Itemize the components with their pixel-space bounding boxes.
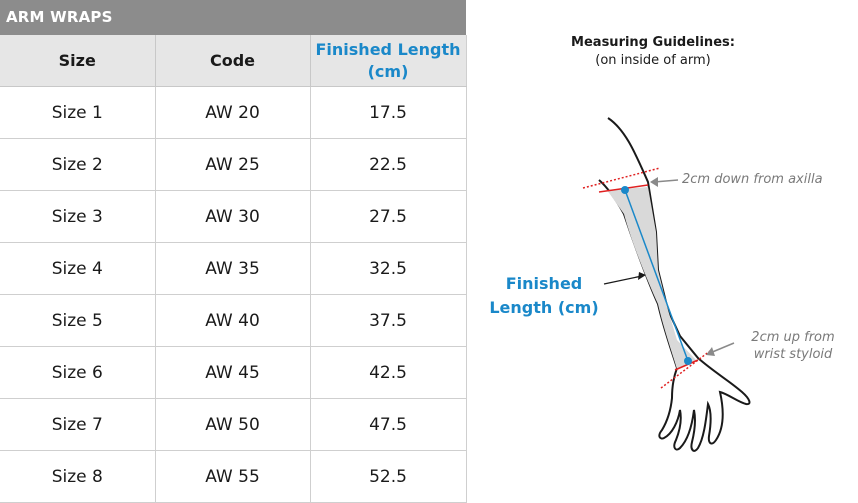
cell-code: AW 40 [155, 294, 311, 347]
cell-size: Size 7 [0, 398, 156, 451]
measured-region [607, 187, 697, 369]
finished-length-label: Finished Length (cm) [474, 272, 614, 320]
bottom-note-arrowhead [706, 347, 715, 356]
guidelines-title-line2: (on inside of arm) [595, 53, 711, 68]
arm-wraps-size-table-panel: ARM WRAPS Size Code Finished Length (cm)… [0, 0, 467, 503]
bottom-note-pointer [709, 342, 735, 354]
header-finished-length: Finished Length (cm) [310, 35, 467, 87]
cell-length: 27.5 [310, 190, 467, 243]
table-header-row: Size Code Finished Length (cm) [0, 35, 467, 87]
finished-length-pointer [603, 275, 643, 285]
measuring-guidelines-title: Measuring Guidelines: (on inside of arm) [553, 34, 753, 70]
cell-code: AW 30 [155, 190, 311, 243]
bottom-guide-solid [674, 359, 699, 371]
cell-size: Size 1 [0, 86, 156, 139]
cell-size: Size 8 [0, 450, 156, 503]
measuring-diagram: Measuring Guidelines: (on inside of arm)… [466, 0, 858, 502]
cell-size: Size 2 [0, 138, 156, 191]
top-guide-line [582, 167, 661, 189]
cell-size: Size 3 [0, 190, 156, 243]
table-title: ARM WRAPS [0, 0, 466, 35]
cell-length: 17.5 [310, 86, 467, 139]
cell-code: AW 35 [155, 242, 311, 295]
cell-length: 32.5 [310, 242, 467, 295]
measurement-top-point [621, 186, 629, 194]
cell-code: AW 20 [155, 86, 311, 139]
measurement-line [624, 189, 689, 362]
cell-size: Size 4 [0, 242, 156, 295]
cell-code: AW 55 [155, 450, 311, 503]
cell-size: Size 5 [0, 294, 156, 347]
cell-code: AW 45 [155, 346, 311, 399]
cell-length: 52.5 [310, 450, 467, 503]
guidelines-title-line1: Measuring Guidelines: [571, 35, 735, 50]
wrist-note-line1: 2cm up from [751, 330, 835, 345]
cell-code: AW 50 [155, 398, 311, 451]
cell-length: 42.5 [310, 346, 467, 399]
measurement-bottom-point [684, 357, 692, 365]
axilla-note: 2cm down from axilla [682, 172, 823, 187]
wrist-note: 2cm up from wrist styloid [738, 329, 848, 363]
arm-illustration [582, 117, 751, 452]
header-code: Code [155, 35, 311, 87]
wrist-note-line2: wrist styloid [753, 347, 833, 362]
finished-length-arrowhead [638, 272, 646, 280]
header-finished-length-line1: Finished Length [315, 39, 461, 59]
cell-length: 37.5 [310, 294, 467, 347]
header-finished-length-line2: (cm) [367, 61, 409, 81]
arm-outline [598, 117, 751, 452]
cell-length: 47.5 [310, 398, 467, 451]
finished-length-label-line1: Finished [505, 274, 583, 293]
cell-length: 22.5 [310, 138, 467, 191]
finished-length-label-line2: Length (cm) [489, 298, 599, 317]
cell-code: AW 25 [155, 138, 311, 191]
cell-size: Size 6 [0, 346, 156, 399]
top-note-arrowhead [650, 177, 658, 187]
header-size: Size [0, 35, 156, 87]
